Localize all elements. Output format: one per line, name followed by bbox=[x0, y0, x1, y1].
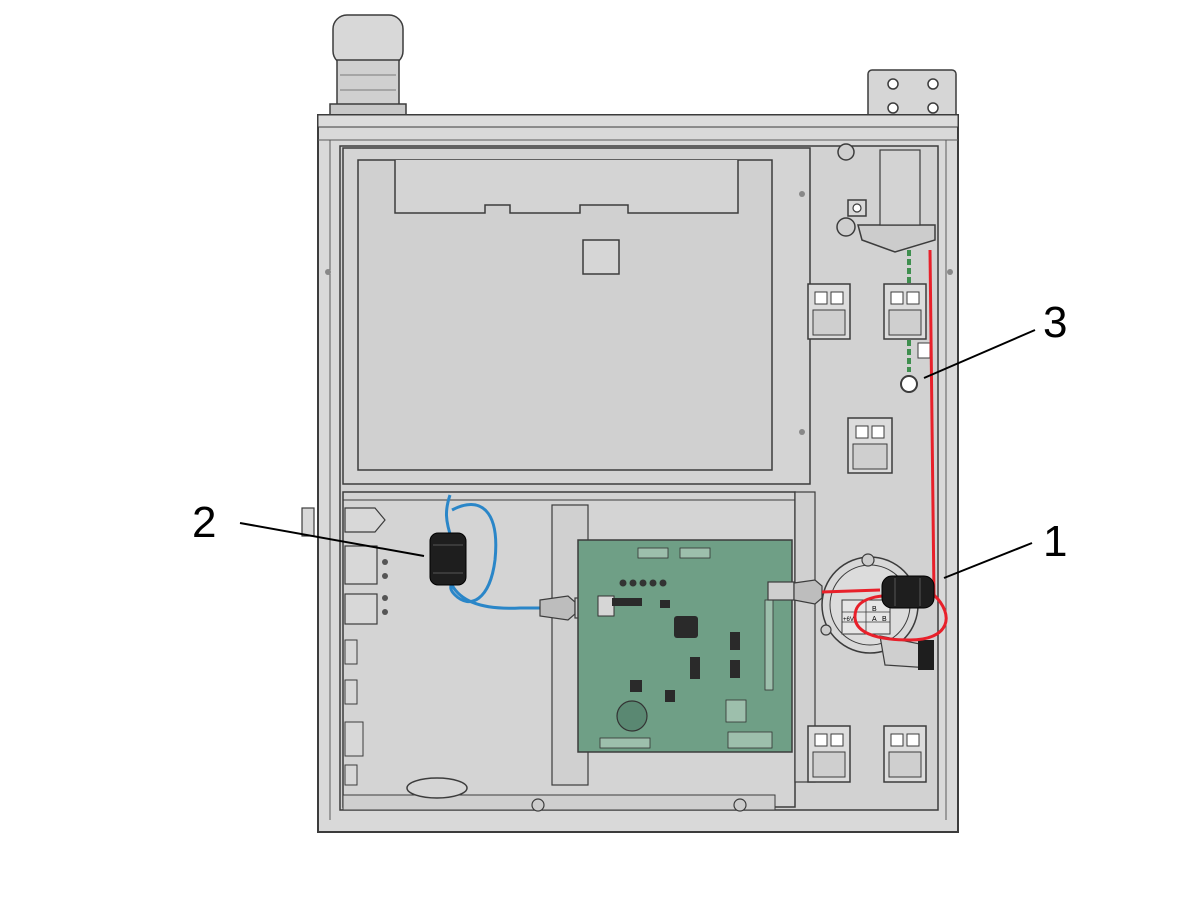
red-wire bbox=[821, 249, 948, 642]
terminal-block-icon bbox=[883, 283, 927, 340]
usb-connector bbox=[767, 579, 823, 605]
terminal-block-icon bbox=[807, 283, 851, 340]
ferrite-core-icon bbox=[881, 575, 935, 609]
terminal-label-b: B bbox=[872, 606, 877, 613]
left-side-connectors bbox=[301, 507, 388, 786]
ground-wire bbox=[900, 250, 931, 393]
callout-2: 2 bbox=[192, 498, 216, 547]
terminal-label-6v: +6V bbox=[843, 617, 854, 623]
hinge-plate-icon bbox=[867, 69, 957, 129]
ground-stud bbox=[836, 143, 936, 253]
callout-3: 3 bbox=[1043, 298, 1067, 347]
terminal-label-b2: B bbox=[882, 616, 887, 623]
leader-line-3 bbox=[923, 329, 1036, 379]
beacon-light-icon bbox=[329, 14, 407, 123]
terminal-block-icon bbox=[847, 417, 893, 474]
leader-line-1 bbox=[943, 542, 1033, 579]
terminal-block-icon bbox=[807, 725, 851, 783]
terminal-label-a: A bbox=[872, 616, 877, 623]
control-pcb bbox=[577, 539, 793, 753]
ferrite-core-icon bbox=[429, 532, 467, 586]
upper-mounting-panel bbox=[325, 147, 953, 485]
callout-1: 1 bbox=[1043, 517, 1067, 566]
ring-terminal-icon bbox=[900, 375, 918, 393]
leader-line-2 bbox=[239, 522, 425, 557]
terminal-block-icon bbox=[883, 725, 927, 783]
